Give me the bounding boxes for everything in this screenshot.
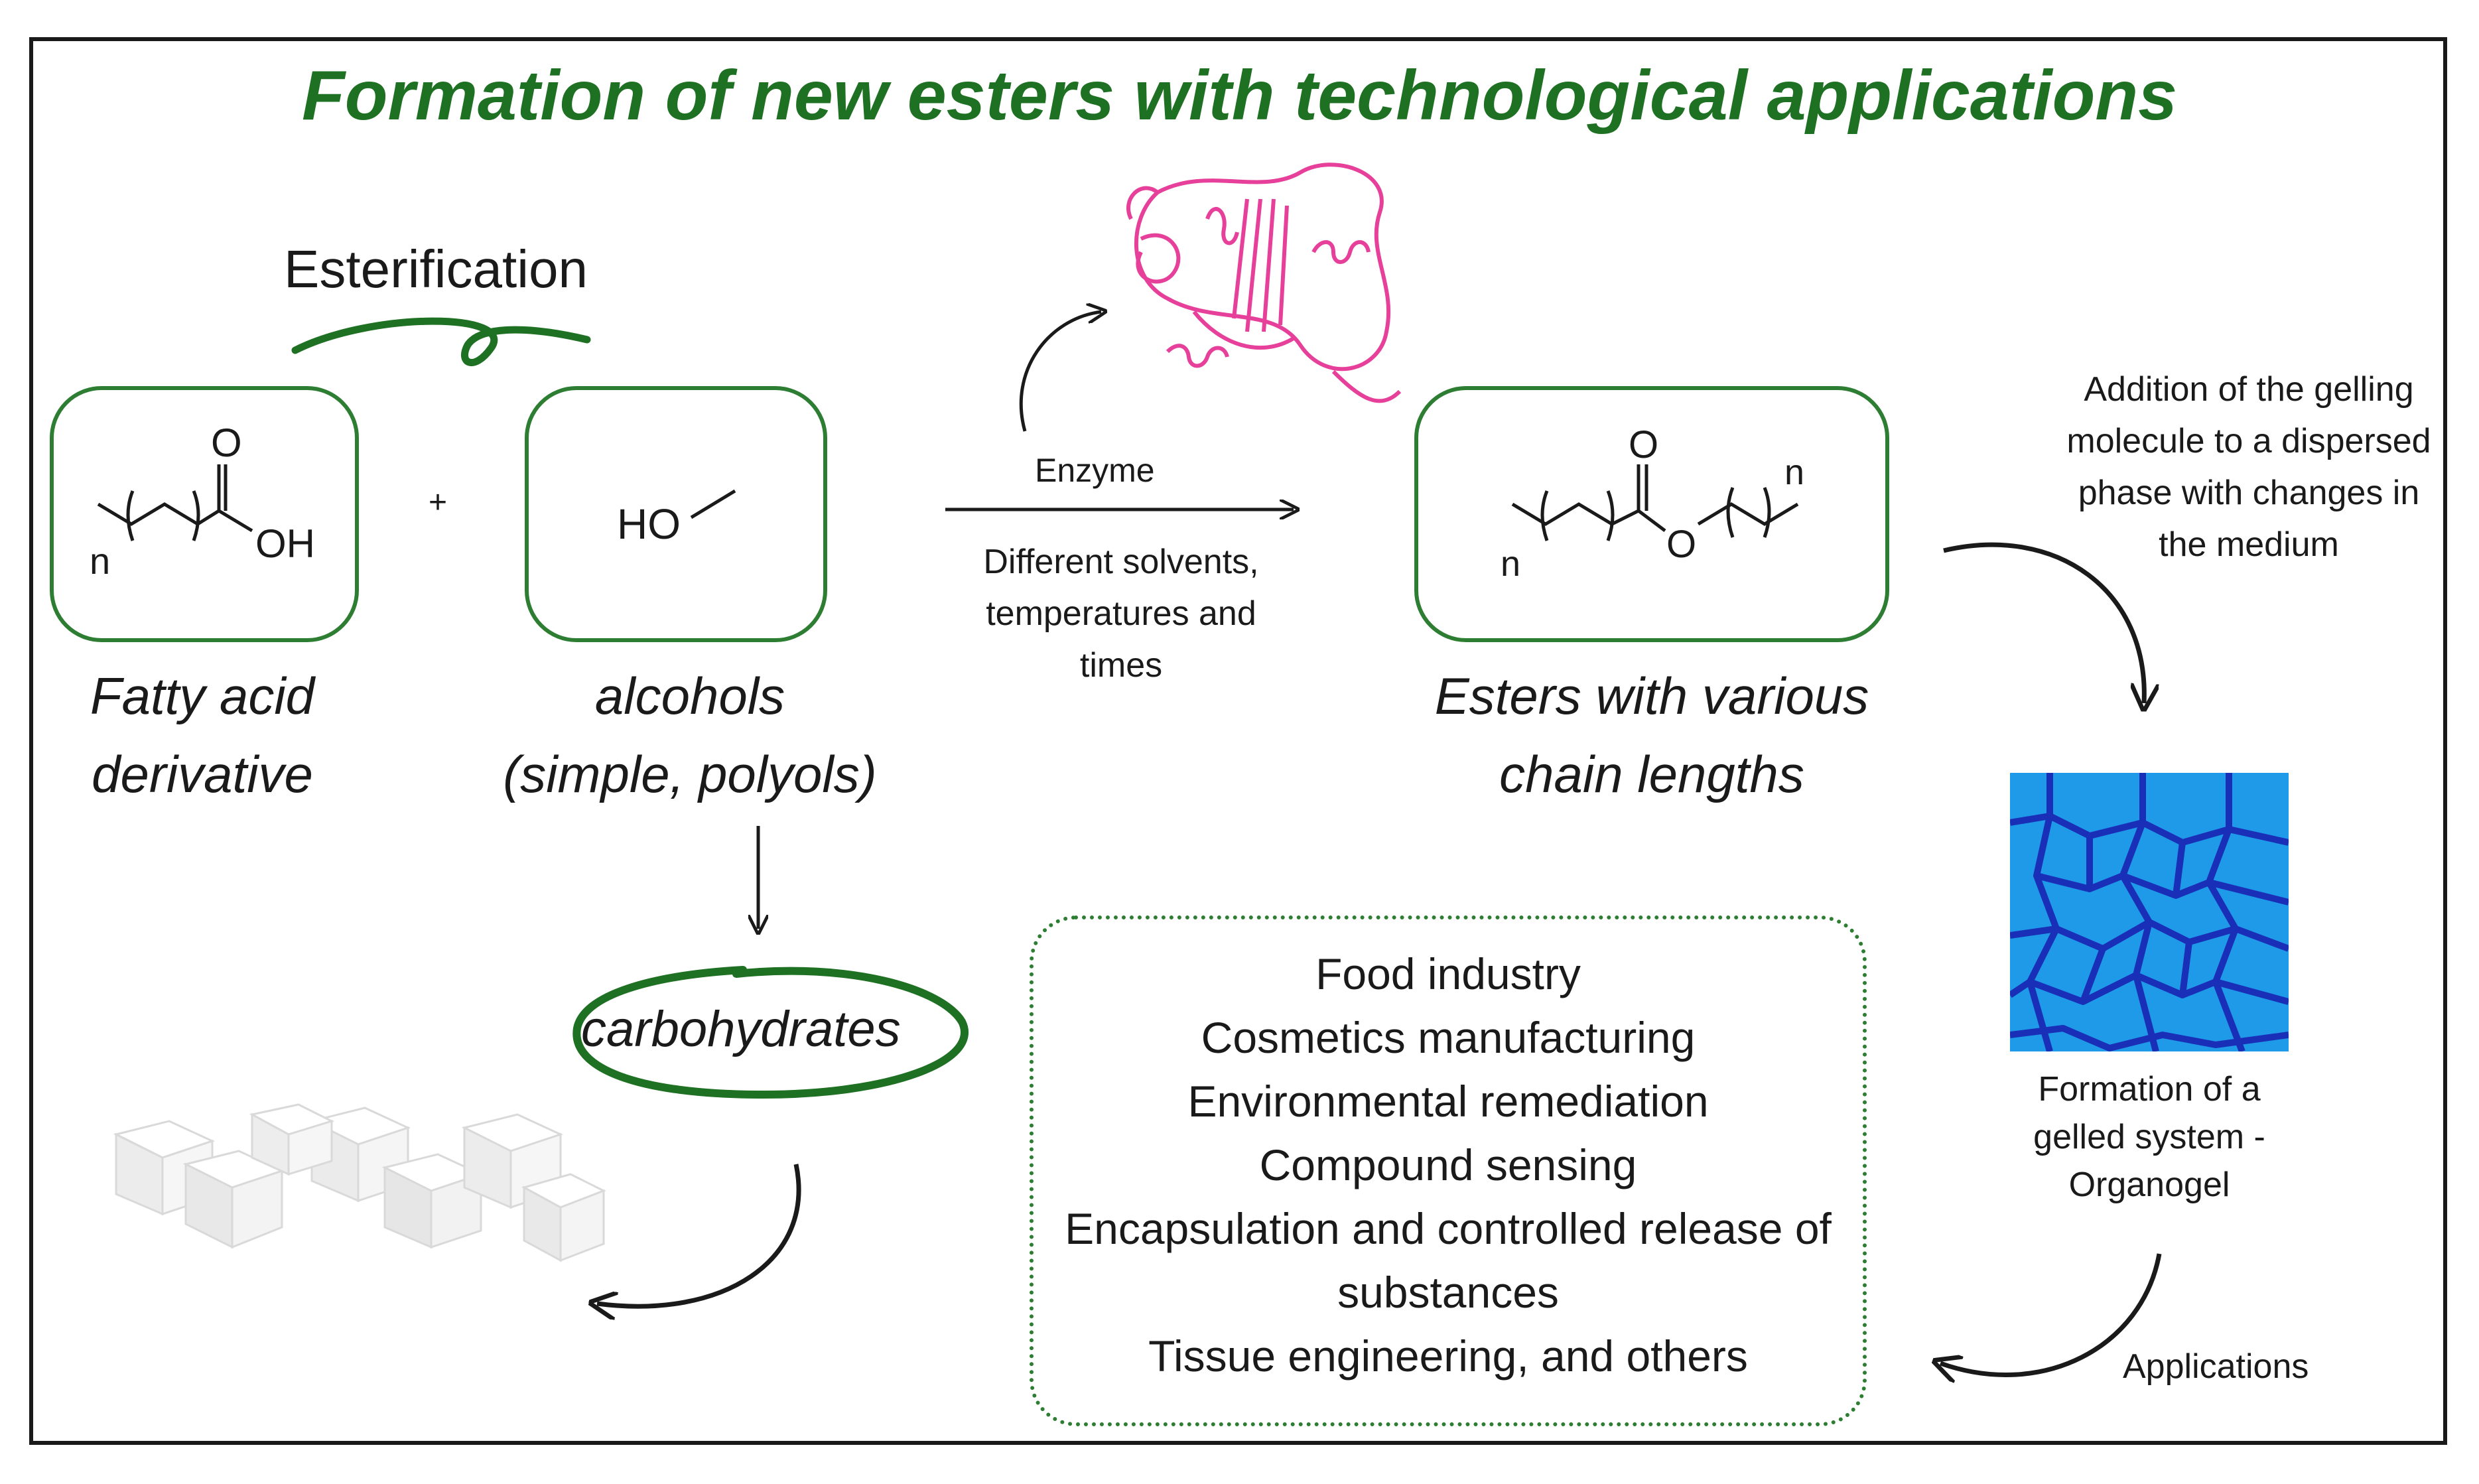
- fatty-acid-structure-box: [50, 386, 359, 642]
- application-item: Cosmetics manufacturing: [1201, 1013, 1696, 1062]
- esterification-label: Esterification: [284, 239, 588, 299]
- ester-structure-box: [1414, 386, 1889, 642]
- carbohydrates-circle: [572, 966, 969, 1099]
- enzyme-curved-arrow: [1019, 312, 1101, 432]
- alcohol-hydroxyl-label: HO: [617, 500, 681, 548]
- fatty-acid-oxygen-label: O: [211, 421, 242, 465]
- application-item: Compound sensing: [1259, 1140, 1637, 1189]
- alcohol-label: alcohols (simple, polyols): [464, 657, 915, 813]
- ester-repeat-left: n: [1501, 544, 1520, 584]
- ester-oxygen: O: [1666, 523, 1696, 566]
- application-item: Food industry: [1315, 949, 1581, 998]
- applications-list: Food industry Cosmetics manufacturing En…: [1030, 942, 1867, 1388]
- application-item: Encapsulation and controlled release of …: [1065, 1204, 1832, 1317]
- esters-label: Esters with various chain lengths: [1380, 657, 1924, 813]
- fatty-acid-structure: [97, 464, 253, 541]
- esterification-swirl: [291, 317, 591, 366]
- alcohol-label-line1: alcohols: [594, 667, 785, 725]
- reaction-conditions: Different solvents, temperatures and tim…: [983, 543, 1259, 685]
- applications-label: Applications: [2123, 1347, 2309, 1386]
- application-item: Environmental remediation: [1187, 1077, 1709, 1126]
- plus-sign: +: [429, 485, 448, 520]
- esters-label-line1: Esters with various: [1434, 667, 1869, 725]
- alcohol-structure-box: [525, 386, 827, 642]
- organogel-image: [2010, 773, 2289, 1051]
- fatty-acid-label: Fatty acid derivative: [40, 657, 365, 813]
- fatty-acid-hydroxyl-label: OH: [255, 521, 315, 566]
- fatty-acid-label-line2: derivative: [92, 745, 313, 803]
- ester-structure: [1511, 464, 1799, 541]
- ester-repeat-right: n: [1784, 452, 1804, 492]
- enzyme-label: Enzyme: [1035, 452, 1155, 489]
- alcohol-label-line2: (simple, polyols): [503, 745, 877, 803]
- applications-curved-arrow: [1940, 1253, 2162, 1375]
- gelling-addition-text: Addition of the gelling molecule to a di…: [2066, 370, 2431, 564]
- diagram-title: Formation of new esters with technologic…: [301, 56, 2178, 135]
- sugar-cubes-image: [113, 1103, 606, 1262]
- esters-label-line2: chain lengths: [1499, 745, 1804, 803]
- gelling-curved-arrow: [1943, 542, 2144, 703]
- fatty-acid-repeat-label: n: [90, 540, 110, 582]
- carbohydrates-label: carbohydrates: [581, 1001, 901, 1057]
- diagram-frame: [29, 37, 2447, 1445]
- sugar-curved-arrow: [597, 1164, 801, 1306]
- ester-carbonyl-oxygen: O: [1629, 423, 1658, 466]
- applications-box: [1030, 915, 1867, 1426]
- organogel-label: Formation of a gelled system - Organogel: [2033, 1070, 2265, 1204]
- enzyme-protein-image: [1126, 163, 1402, 403]
- alcohol-structure: [690, 489, 736, 519]
- application-item: Tissue engineering, and others: [1148, 1331, 1748, 1381]
- fatty-acid-label-line1: Fatty acid: [90, 667, 315, 725]
